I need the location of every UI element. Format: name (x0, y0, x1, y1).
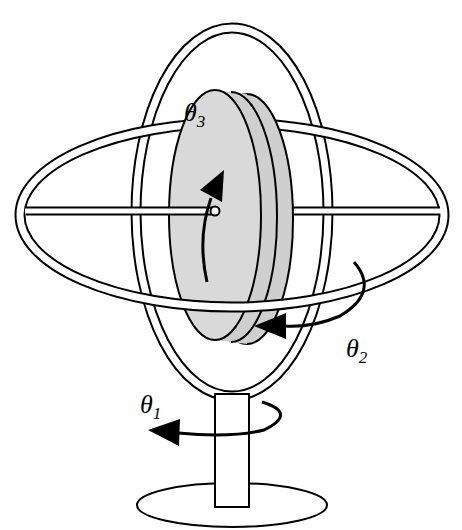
angle-label: θ1 (140, 392, 161, 418)
rotation-arrow (284, 262, 364, 326)
inner-ring-front (20, 215, 444, 307)
inner-ring-front-inner (20, 215, 444, 307)
angle-label: θ3 (184, 100, 205, 126)
rotation-arrowhead (254, 313, 286, 339)
post (215, 394, 249, 507)
base-rotation-arrow (178, 402, 281, 435)
axle-left (26, 207, 215, 216)
spin-arrowhead (200, 170, 224, 202)
axle-left-inner (25, 209, 214, 214)
spin-arrow (203, 198, 211, 282)
angle-label: θ2 (346, 336, 367, 362)
axle-end (211, 207, 220, 216)
base-rotation-arrowhead (148, 419, 180, 446)
